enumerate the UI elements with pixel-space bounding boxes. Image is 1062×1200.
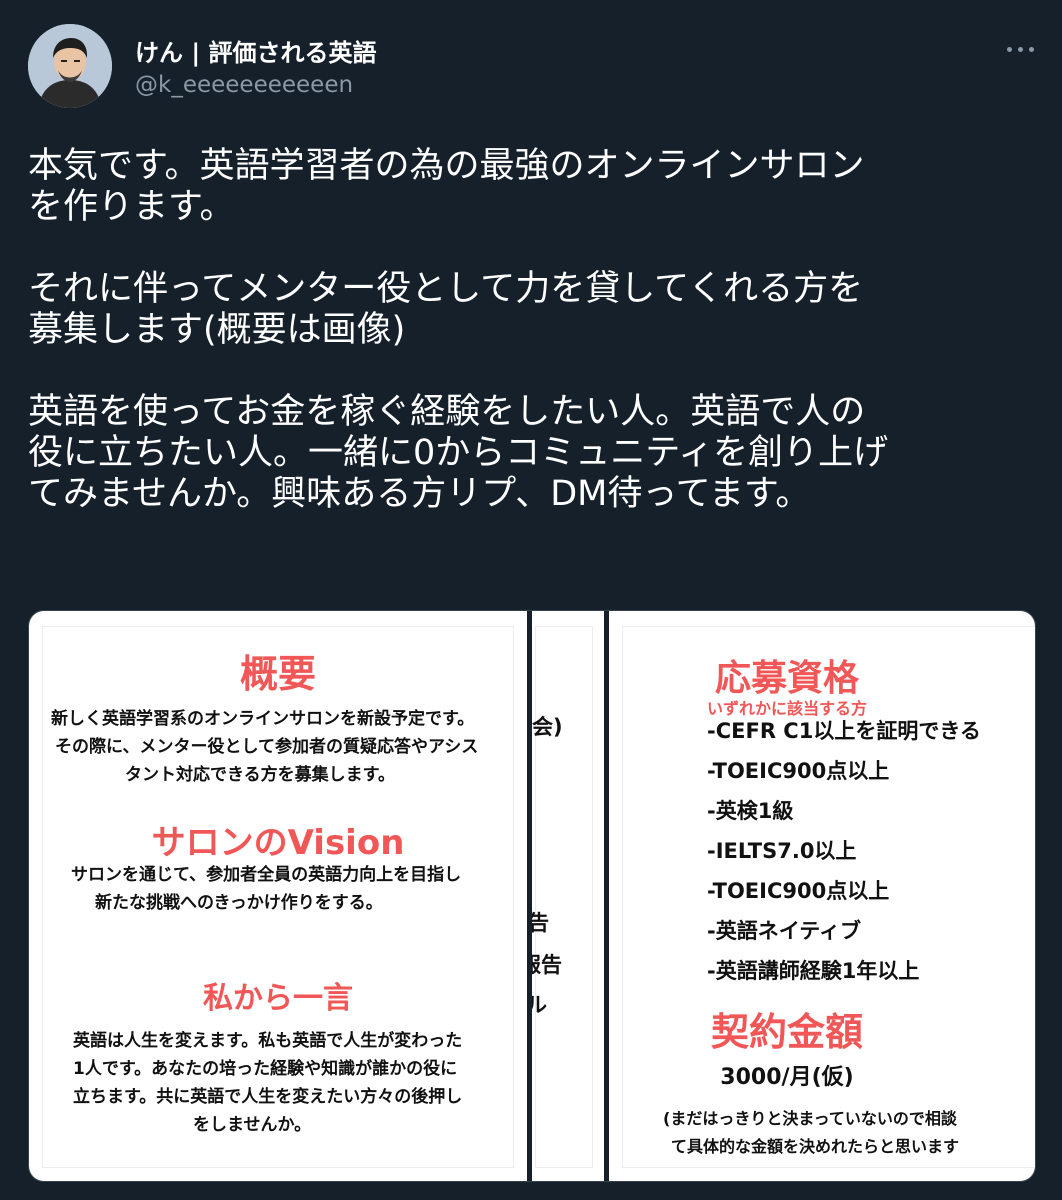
tweet-media-grid[interactable]: 概要 新しく英語学習系のオンラインサロンを新設予定です。 その際に、メンター役と… <box>28 610 1036 1182</box>
fee-note: (まだはっきりと決まっていないので相談 て具体的な金額を決めれたらと思います <box>663 1105 959 1161</box>
partial-text: 告 <box>532 907 549 937</box>
fee-note-line: (まだはっきりと決まっていないので相談 <box>663 1109 957 1128</box>
vision-title: サロンのVision <box>151 823 405 863</box>
requirement-item: -IELTS7.0以上 <box>707 839 857 863</box>
overview-body: 新しく英語学習系のオンラインサロンを新設予定です。 その際に、メンター役として参… <box>51 705 478 789</box>
overview-line: タント対応できる方を募集します。 <box>125 765 395 785</box>
partial-text: 報告 <box>532 953 562 977</box>
requirements-title: 応募資格 <box>714 658 859 699</box>
requirement-item: -英検1級 <box>707 799 794 823</box>
more-dot-icon <box>1017 46 1023 52</box>
tweet-text-line: 本気です。英語学習者の為の最強のオンラインサロン <box>28 146 865 186</box>
message-line: 英語は人生を変えます。私も英語で人生が変わった <box>73 1031 463 1051</box>
requirement-item: -TOEIC900点以上 <box>707 879 890 903</box>
overview-line: 新しく英語学習系のオンラインサロンを新設予定です。 <box>51 709 475 729</box>
partial-text: 会) <box>532 715 563 739</box>
tweet-text-line: 英語を使ってお金を稼ぐ経験をしたい人。英語で人の <box>28 392 866 432</box>
avatar-illustration <box>28 24 112 108</box>
tweet-text-line: 役に立ちたい人。一緒に0からコミュニティを創り上げ <box>28 433 889 473</box>
overview-title: 概要 <box>239 652 316 696</box>
vision-body: サロンを通じて、参加者全員の英語力向上を目指し 新たな挑戦へのきっかけ作りをする… <box>71 861 461 917</box>
partial-card: 会) 告 報告 ル <box>532 627 592 1167</box>
fee-value: 3000/月(仮) <box>720 1065 854 1090</box>
author-handle[interactable]: @k_eeeeeeeeeeen <box>135 72 354 98</box>
partial-text: ル <box>532 989 547 1019</box>
tweet-text: 本気です。英語学習者の為の最強のオンラインサロン を作ります。 それに伴ってメン… <box>28 146 1038 515</box>
more-dot-icon <box>1028 46 1034 52</box>
avatar[interactable] <box>28 24 112 108</box>
requirement-item: -英語ネイティブ <box>707 919 862 943</box>
requirements-subtitle: いずれかに該当する方 <box>706 699 867 718</box>
message-body: 英語は人生を変えます。私も英語で人生が変わった 1人です。あなたの培った経験や知… <box>73 1027 462 1139</box>
tweet-text-line: を作ります。 <box>28 187 235 227</box>
tweet-header: けん | 評価される英語 @k_eeeeeeeeeeen <box>0 0 1062 120</box>
author-name[interactable]: けん | 評価される英語 <box>135 39 377 67</box>
overview-line: その際に、メンター役として参加者の質疑応答やアシス <box>55 737 479 757</box>
requirements-list: -CEFR C1以上を証明できる -TOEIC900点以上 -英検1級 -IEL… <box>707 711 981 991</box>
message-line: をしませんか。 <box>193 1115 312 1135</box>
requirement-item: -CEFR C1以上を証明できる <box>707 719 981 743</box>
tweet-text-line: 募集します(概要は画像) <box>28 310 406 350</box>
tweet-text-line: それに伴ってメンター役として力を貸してくれる方を <box>28 269 864 309</box>
media-image-requirements[interactable]: 応募資格 いずれかに該当する方 -CEFR C1以上を証明できる -TOEIC9… <box>609 611 1035 1181</box>
fee-title: 契約金額 <box>710 1010 863 1054</box>
vision-line: 新たな挑戦へのきっかけ作りをする。 <box>95 893 383 913</box>
message-line: 1人です。あなたの培った経験や知識が誰かの役に <box>73 1059 458 1079</box>
message-title: 私から一言 <box>203 981 353 1016</box>
requirement-item: -英語講師経験1年以上 <box>707 959 920 983</box>
requirements-card: 応募資格 いずれかに該当する方 -CEFR C1以上を証明できる -TOEIC9… <box>623 627 1035 1167</box>
fee-note-line: て具体的な金額を決めれたらと思います <box>671 1137 960 1156</box>
media-image-partial[interactable]: 会) 告 報告 ル <box>532 611 604 1181</box>
requirement-item: -TOEIC900点以上 <box>707 759 890 783</box>
more-options-button[interactable] <box>1000 34 1040 64</box>
tweet-text-line: てみませんか。興味ある方リプ、DM待ってます。 <box>28 474 811 514</box>
more-dot-icon <box>1006 46 1012 52</box>
message-line: 立ちます。共に英語で人生を変えたい方々の後押し <box>73 1087 463 1107</box>
vision-line: サロンを通じて、参加者全員の英語力向上を目指し <box>71 865 462 885</box>
overview-card: 概要 新しく英語学習系のオンラインサロンを新設予定です。 その際に、メンター役と… <box>43 627 513 1167</box>
media-image-overview[interactable]: 概要 新しく英語学習系のオンラインサロンを新設予定です。 その際に、メンター役と… <box>29 611 527 1181</box>
